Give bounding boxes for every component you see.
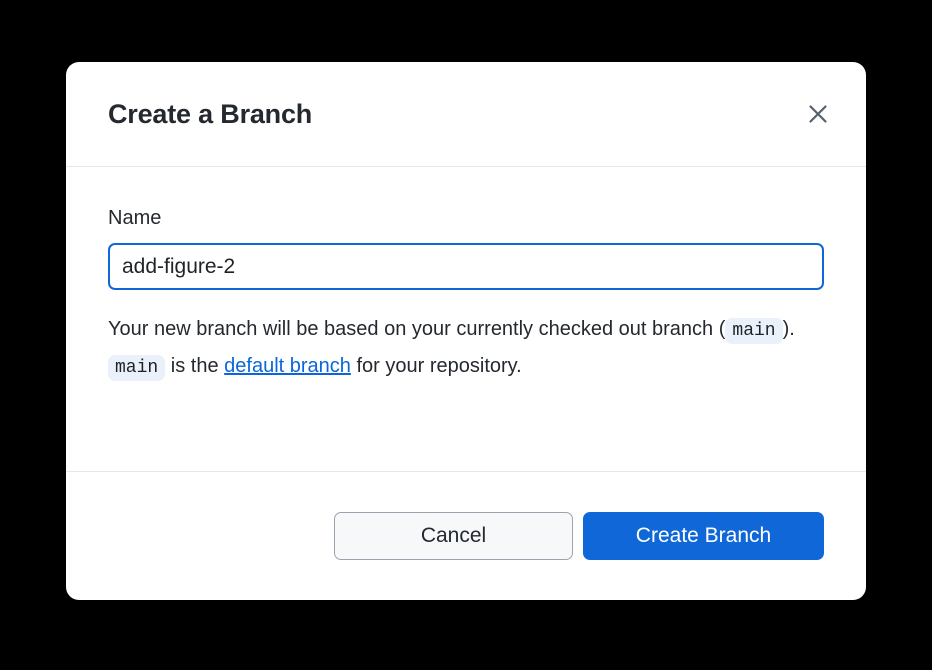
help-text-part-2: ). [782, 318, 795, 340]
branch-name-input[interactable] [108, 243, 824, 290]
cancel-button[interactable]: Cancel [334, 512, 573, 560]
close-icon [807, 103, 829, 125]
help-text-part-1: Your new branch will be based on your cu… [108, 318, 726, 340]
help-text: Your new branch will be based on your cu… [108, 312, 808, 386]
create-branch-button[interactable]: Create Branch [583, 512, 824, 560]
dialog-header: Create a Branch [66, 62, 866, 167]
help-text-part-4: for your repository. [356, 355, 522, 377]
dialog-title: Create a Branch [108, 98, 313, 129]
close-button[interactable] [798, 94, 838, 134]
dialog-body: Name Your new branch will be based on yo… [66, 167, 866, 472]
default-branch-link[interactable]: default branch [224, 355, 351, 377]
name-field-label: Name [108, 207, 162, 229]
dialog-footer: Cancel Create Branch [66, 472, 866, 600]
create-branch-dialog: Create a Branch Name Your new branch wil… [66, 62, 866, 600]
code-chip-main-2: main [108, 355, 166, 381]
help-text-part-3: is the [170, 355, 219, 377]
code-chip-main-1: main [725, 318, 783, 344]
